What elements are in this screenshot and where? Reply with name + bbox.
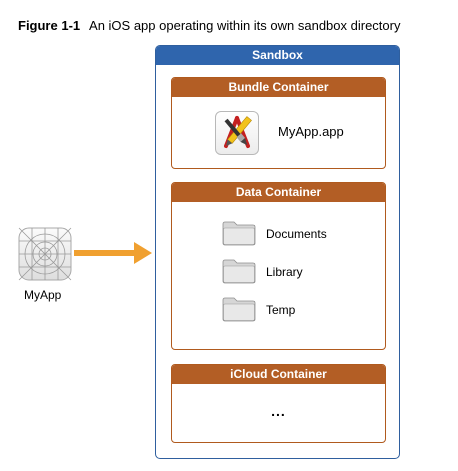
figure-title: An iOS app operating within its own sand… (89, 18, 401, 33)
folder-library: Library (222, 258, 372, 286)
app-label: MyApp (24, 288, 62, 302)
folder-icon (222, 297, 256, 322)
bundle-container: Bundle Container MyApp.app (171, 77, 386, 169)
folder-label: Library (266, 265, 303, 279)
folder-label: Documents (266, 227, 327, 241)
folder-icon (222, 259, 256, 284)
xcode-app-icon (215, 111, 259, 155)
icloud-placeholder: ... (271, 403, 286, 419)
folder-documents: Documents (222, 220, 372, 248)
figure-label: Figure 1-1 (18, 18, 81, 33)
data-container: Data Container Documents Library Temp (171, 182, 386, 350)
bundle-container-header: Bundle Container (172, 78, 385, 97)
icloud-container-header: iCloud Container (172, 365, 385, 384)
arrow-right-icon (74, 242, 152, 264)
folder-temp: Temp (222, 296, 372, 324)
folder-label: Temp (266, 303, 296, 317)
bundle-app-name: MyApp.app (278, 124, 344, 139)
sandbox-header: Sandbox (156, 46, 399, 65)
sandbox-box: Sandbox Bundle Container (155, 45, 400, 459)
figure-caption: Figure 1-1 An iOS app operating within i… (18, 18, 400, 33)
icloud-container: iCloud Container ... (171, 364, 386, 443)
folder-icon (222, 221, 256, 246)
data-container-header: Data Container (172, 183, 385, 202)
app-grid-icon (18, 227, 72, 281)
